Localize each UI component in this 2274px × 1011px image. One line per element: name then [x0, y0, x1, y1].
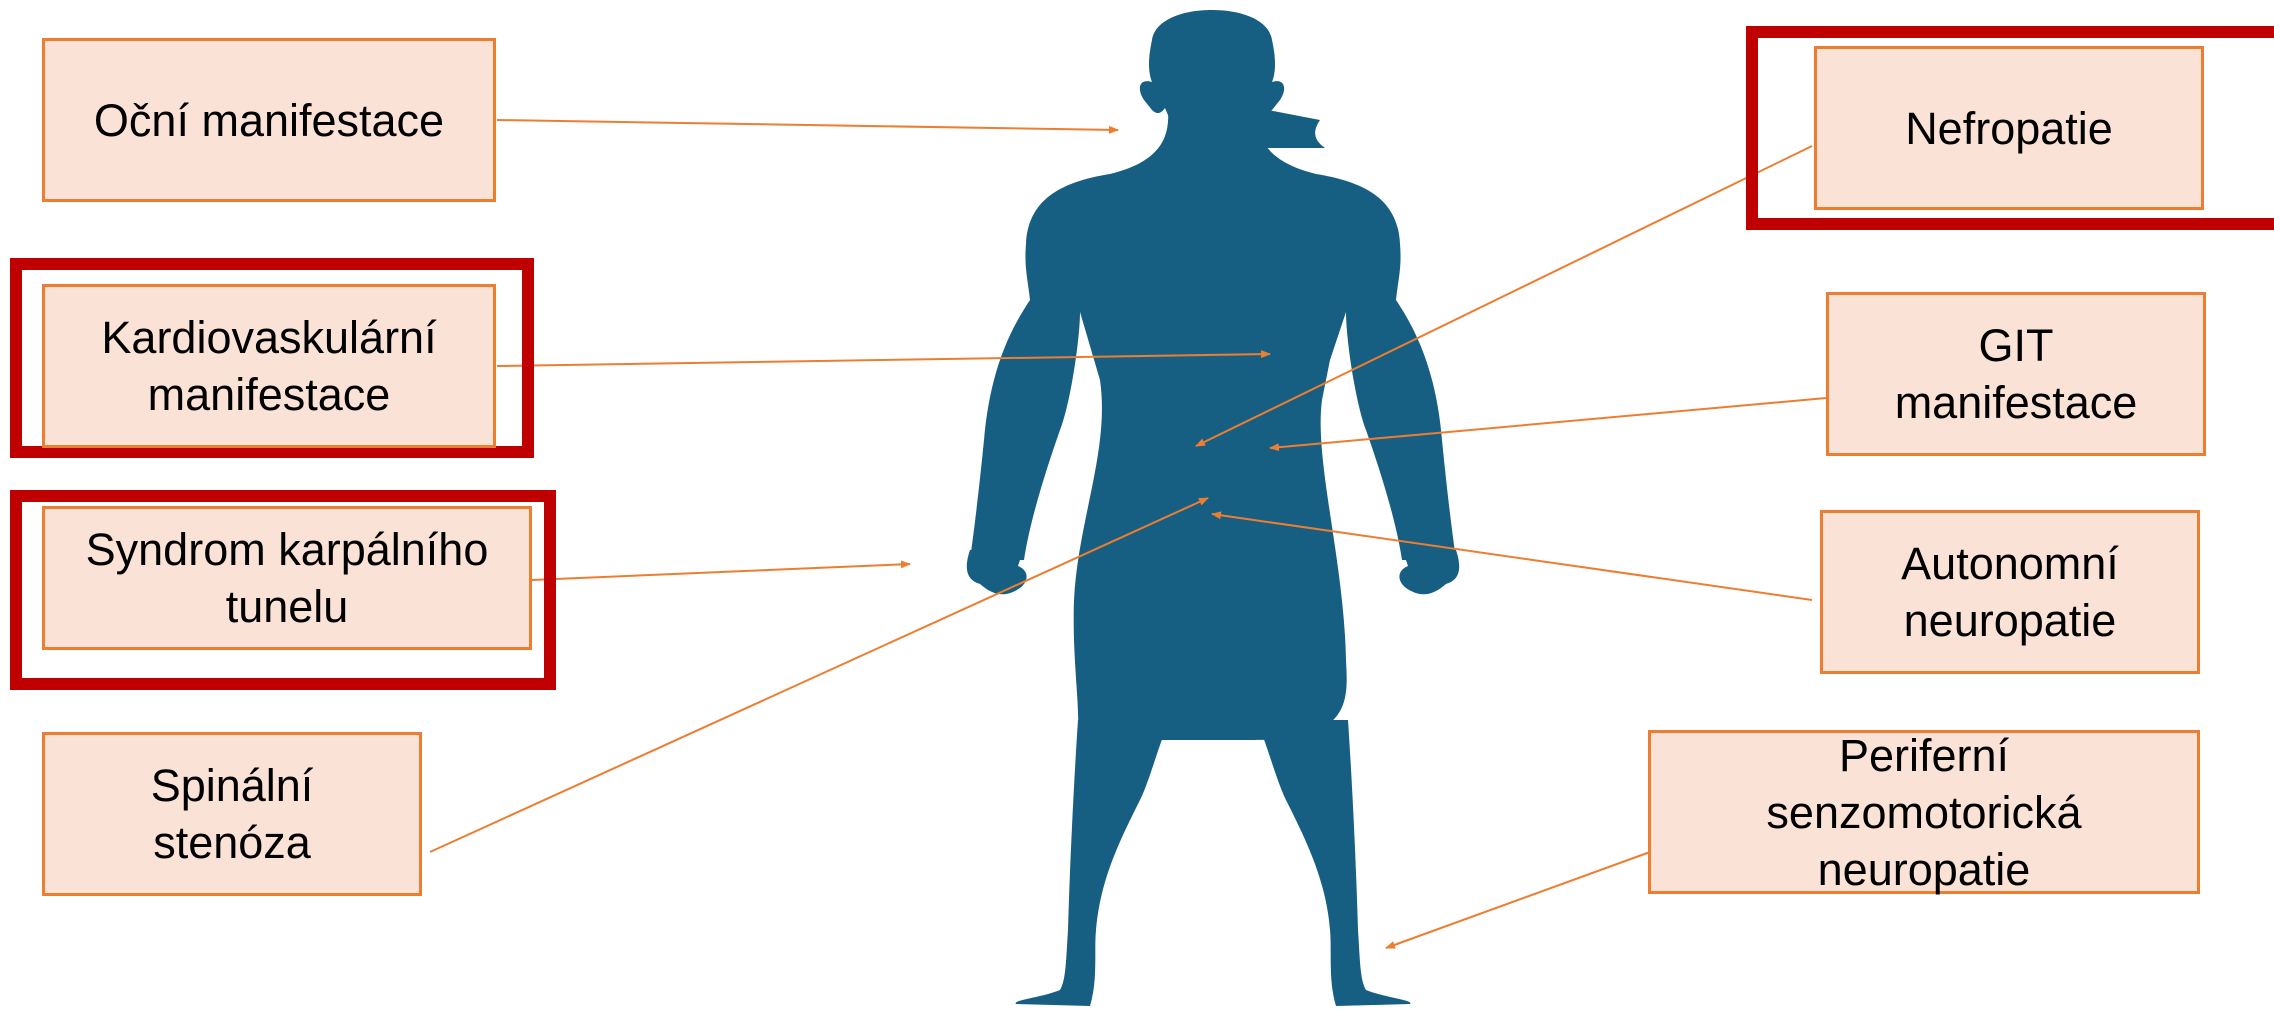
label-karpal-line2: tunelu	[86, 578, 489, 635]
label-periferni-line1: Periferní	[1766, 727, 2081, 784]
label-spinalni-stenoza: Spinální stenóza	[42, 732, 422, 896]
label-spinal-line2: stenóza	[151, 814, 314, 871]
figure-legs	[1016, 600, 1411, 1006]
label-ocni-manifestace: Oční manifestace	[42, 38, 496, 202]
arrow-ocni	[497, 120, 1118, 130]
label-ocni-line1: Oční manifestace	[94, 92, 444, 149]
label-kardiovaskularni-manifestace: Kardiovaskulární manifestace	[42, 284, 496, 448]
label-autonomni-neuropatie: Autonomní neuropatie	[1820, 510, 2200, 674]
human-figure	[967, 10, 1459, 1006]
label-periferni-senzomotoricka-neuropatie: Periferní senzomotorická neuropatie	[1648, 730, 2200, 894]
label-git-line2: manifestace	[1895, 374, 2138, 431]
figure-right-hand	[1399, 548, 1459, 594]
label-spinal-line1: Spinální	[151, 757, 314, 814]
label-kardio-line1: Kardiovaskulární	[101, 309, 436, 366]
label-git-manifestace: GIT manifestace	[1826, 292, 2206, 456]
figure-left-hand	[967, 548, 1027, 594]
label-autonom-line2: neuropatie	[1901, 592, 2119, 649]
label-kardio-line2: manifestace	[101, 366, 436, 423]
label-syndrom-karpalniho-tunelu: Syndrom karpálního tunelu	[42, 506, 532, 650]
label-git-line1: GIT	[1895, 317, 2138, 374]
arrow-karpal	[532, 564, 910, 580]
label-periferni-line3: neuropatie	[1766, 841, 2081, 898]
label-karpal-line1: Syndrom karpálního	[86, 521, 489, 578]
label-periferni-line2: senzomotorická	[1766, 784, 2081, 841]
label-autonom-line1: Autonomní	[1901, 535, 2119, 592]
arrow-git	[1270, 398, 1826, 448]
arrow-periferni	[1386, 852, 1650, 948]
label-nefropatie: Nefropatie	[1814, 46, 2204, 210]
label-nefro-line1: Nefropatie	[1905, 100, 2113, 157]
